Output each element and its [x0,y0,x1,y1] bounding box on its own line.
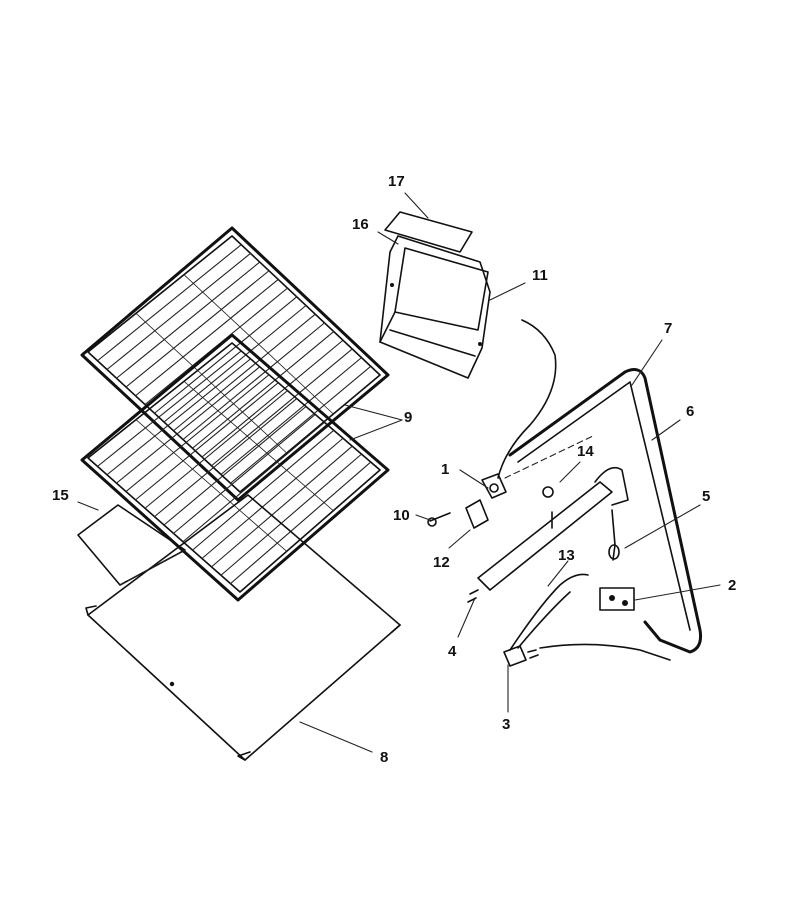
callout-7: 7 [664,320,672,337]
callout-15: 15 [52,487,69,504]
callout-2: 2 [728,577,736,594]
heat-deflector-bracket [379,211,491,379]
igniter-assembly [465,319,596,529]
screw [427,512,451,527]
burner-shield [77,504,186,586]
callout-9: 9 [404,409,412,426]
upper-oven-rack [80,226,390,502]
callout-8: 8 [380,749,388,766]
lower-oven-rack [80,333,390,602]
leader-lines [77,192,721,753]
callout-13: 13 [558,547,575,564]
callout-12: 12 [433,554,450,571]
callout-1: 1 [441,461,449,478]
callout-4: 4 [448,643,457,660]
burner-mounting-tube [467,466,629,603]
callout-10: 10 [393,507,410,524]
safety-valve-assembly [503,509,671,667]
callout-labels: 17 16 11 7 6 9 1 14 15 5 10 12 13 2 4 3 … [52,173,736,766]
callout-16: 16 [352,216,369,233]
callout-14: 14 [577,443,594,460]
callout-3: 3 [502,716,510,733]
oven-bottom-panel [85,494,401,761]
callout-17: 17 [388,173,405,190]
callout-5: 5 [702,488,710,505]
callout-6: 6 [686,403,694,420]
callout-11: 11 [532,267,548,284]
oven-burner-tube [508,368,702,654]
